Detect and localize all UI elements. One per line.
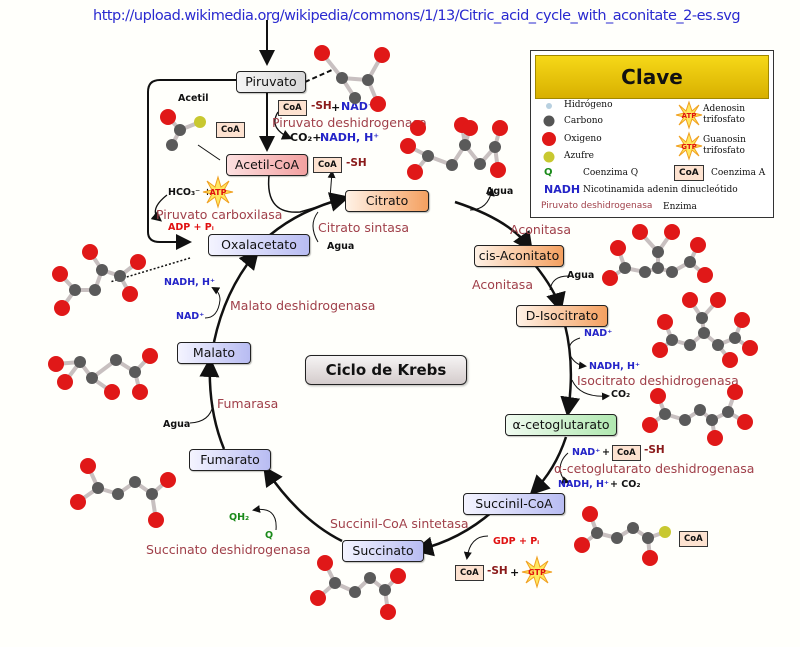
label-qh2: QH₂ xyxy=(229,512,250,523)
coa-box-succinyl-molecule: CoA xyxy=(679,531,708,547)
node-citrato: Citrato xyxy=(345,190,429,212)
label-nadh-pdh: NADH, H⁺ xyxy=(320,131,380,144)
label-sh-citrate: -SH xyxy=(346,157,367,169)
legend-gtp-2: trifosfato xyxy=(703,146,745,156)
label-co2-akgdh: + CO₂ xyxy=(610,479,641,490)
arrow-succoa-succinato xyxy=(413,510,494,557)
legend: Clave ATP GTP Hidrógeno Carbono Oxigeno … xyxy=(530,50,774,218)
label-plus-akgdh: + xyxy=(602,447,610,458)
enzyme-aconitasa-2: Aconitasa xyxy=(472,277,533,292)
legend-gtp-1: Guanosin xyxy=(703,135,746,145)
arrow-akg-succoa xyxy=(529,436,568,496)
label-agua-fumarasa: Agua xyxy=(163,419,191,430)
arrow-malato-oxalacetato xyxy=(212,249,260,343)
node-succinil-coa: Succinil-CoA xyxy=(463,493,565,515)
node-a-cetoglutarato: α-cetoglutarato xyxy=(505,414,617,436)
sulfur-atom-icon xyxy=(543,151,555,163)
node-fumarato: Fumarato xyxy=(189,449,271,471)
node-cis-aconitato: cis-Aconitato xyxy=(474,245,564,267)
label-nad-mdh: NAD⁺ xyxy=(176,311,205,322)
legend-hydrogen: Hidrógeno xyxy=(564,100,613,110)
source-url[interactable]: http://upload.wikimedia.org/wikipedia/co… xyxy=(93,8,741,24)
legend-atp-2: trifosfato xyxy=(703,115,745,125)
legend-enzyme: Enzima xyxy=(663,202,697,212)
node-piruvato: Piruvato xyxy=(236,71,306,93)
legend-atp-1: Adenosin xyxy=(703,104,746,114)
legend-icons: ATP GTP xyxy=(542,100,703,163)
label-nadh-mdh: NADH, H⁺ xyxy=(164,277,216,288)
arrow-succinato-fumarato xyxy=(263,465,343,543)
label-nad-idh: NAD⁺ xyxy=(584,328,613,339)
enzyme-isocitrato-deshidrogenasa: Isocitrato deshidrogenasa xyxy=(577,373,739,388)
label-plus-scs: + xyxy=(510,566,520,579)
enzyme-malato-deshidrogenasa: Malato deshidrogenasa xyxy=(230,298,376,313)
label-co2-idh: CO₂ xyxy=(611,389,631,400)
oxygen-atom-icon xyxy=(542,132,556,146)
node-acetil-coa: Acetil-CoA xyxy=(226,154,308,176)
node-succinato: Succinato xyxy=(342,540,424,562)
legend-sulfur: Azufre xyxy=(564,151,594,161)
enzyme-piruvato-deshidrogenasa: Piruvato deshidrogenasa xyxy=(272,115,427,130)
legend-carbon: Carbono xyxy=(564,116,603,126)
carbon-atom-icon xyxy=(543,115,555,127)
label-acetil: Acetil xyxy=(178,93,209,104)
coa-box-akgdh: CoA xyxy=(612,445,641,461)
legend-title: Clave xyxy=(535,55,769,99)
label-hco3: HCO₃⁻ + xyxy=(168,187,212,198)
coa-box-citrate: CoA xyxy=(313,157,342,173)
enzyme-aconitasa-1: Aconitasa xyxy=(510,222,571,237)
label-sh-akgdh: -SH xyxy=(644,444,665,456)
svg-text:ATP: ATP xyxy=(682,112,697,120)
node-d-isocitrato: D-Isocitrato xyxy=(516,305,608,327)
legend-coq-symbol: Q xyxy=(544,167,553,178)
label-agua-citrato-sintasa: Agua xyxy=(327,241,355,252)
label-gdp-pi: GDP + Pᵢ xyxy=(493,536,540,547)
legend-enzyme-example: Piruvato deshidrogenasa xyxy=(541,201,653,211)
label-co2-pdh: CO₂+ xyxy=(290,131,322,144)
coa-box-acetyl: CoA xyxy=(216,122,245,138)
label-adp-pi: ADP + Pᵢ xyxy=(168,222,214,233)
legend-coa-symbol: CoA xyxy=(674,165,704,181)
label-nad-akgdh: NAD⁺ xyxy=(572,447,601,458)
atp-legend-icon: ATP xyxy=(675,100,703,130)
arrow-iso-akg xyxy=(560,324,581,417)
label-agua-aconitasa-2: Agua xyxy=(567,270,595,281)
node-malato: Malato xyxy=(177,342,251,364)
legend-nadh-symbol: NADH xyxy=(544,183,581,196)
label-nadh-idh: NADH, H⁺ xyxy=(589,361,641,372)
coa-box-pdh: CoA xyxy=(278,100,307,116)
label-sh-pdh: -SH xyxy=(311,100,332,112)
svg-text:GTP: GTP xyxy=(681,143,697,151)
label-nadh-akgdh: NADH, H⁺ xyxy=(558,479,610,490)
coa-box-scs: CoA xyxy=(455,565,484,581)
enzyme-succinato-deshidrogenasa: Succinato deshidrogenasa xyxy=(146,542,311,557)
gtp-legend-icon: GTP xyxy=(675,131,703,161)
legend-coa: Coenzima A xyxy=(711,168,766,178)
arrow-cis-iso xyxy=(534,264,566,313)
legend-nadh: Nicotinamida adenin dinucleótido xyxy=(583,185,738,195)
legend-coq: Coenzima Q xyxy=(583,168,639,178)
label-q: Q xyxy=(265,530,274,541)
label-sh-scs: -SH xyxy=(487,565,508,577)
enzyme-piruvato-carboxilasa: Piruvato carboxilasa xyxy=(156,207,283,222)
label-nad-pdh: NAD⁺ xyxy=(341,100,374,113)
label-plus-pdh: + xyxy=(331,101,341,114)
label-agua-aconitasa: Agua xyxy=(486,186,514,197)
diagram-title: Ciclo de Krebs xyxy=(305,355,467,385)
node-oxalacetato: Oxalacetato xyxy=(208,234,310,256)
enzyme-a-cetoglutarato-deshidrogenasa: α-cetoglutarato deshidrogenasa xyxy=(554,461,755,476)
hydrogen-atom-icon xyxy=(546,103,552,109)
enzyme-fumarasa: Fumarasa xyxy=(217,396,279,411)
enzyme-citrato-sintasa: Citrato sintasa xyxy=(318,220,410,235)
legend-oxygen: Oxigeno xyxy=(564,134,602,144)
arrow-citrato-cis xyxy=(454,200,533,253)
enzyme-succinil-coa-sintetasa: Succinil-CoA sintetasa xyxy=(330,516,469,531)
